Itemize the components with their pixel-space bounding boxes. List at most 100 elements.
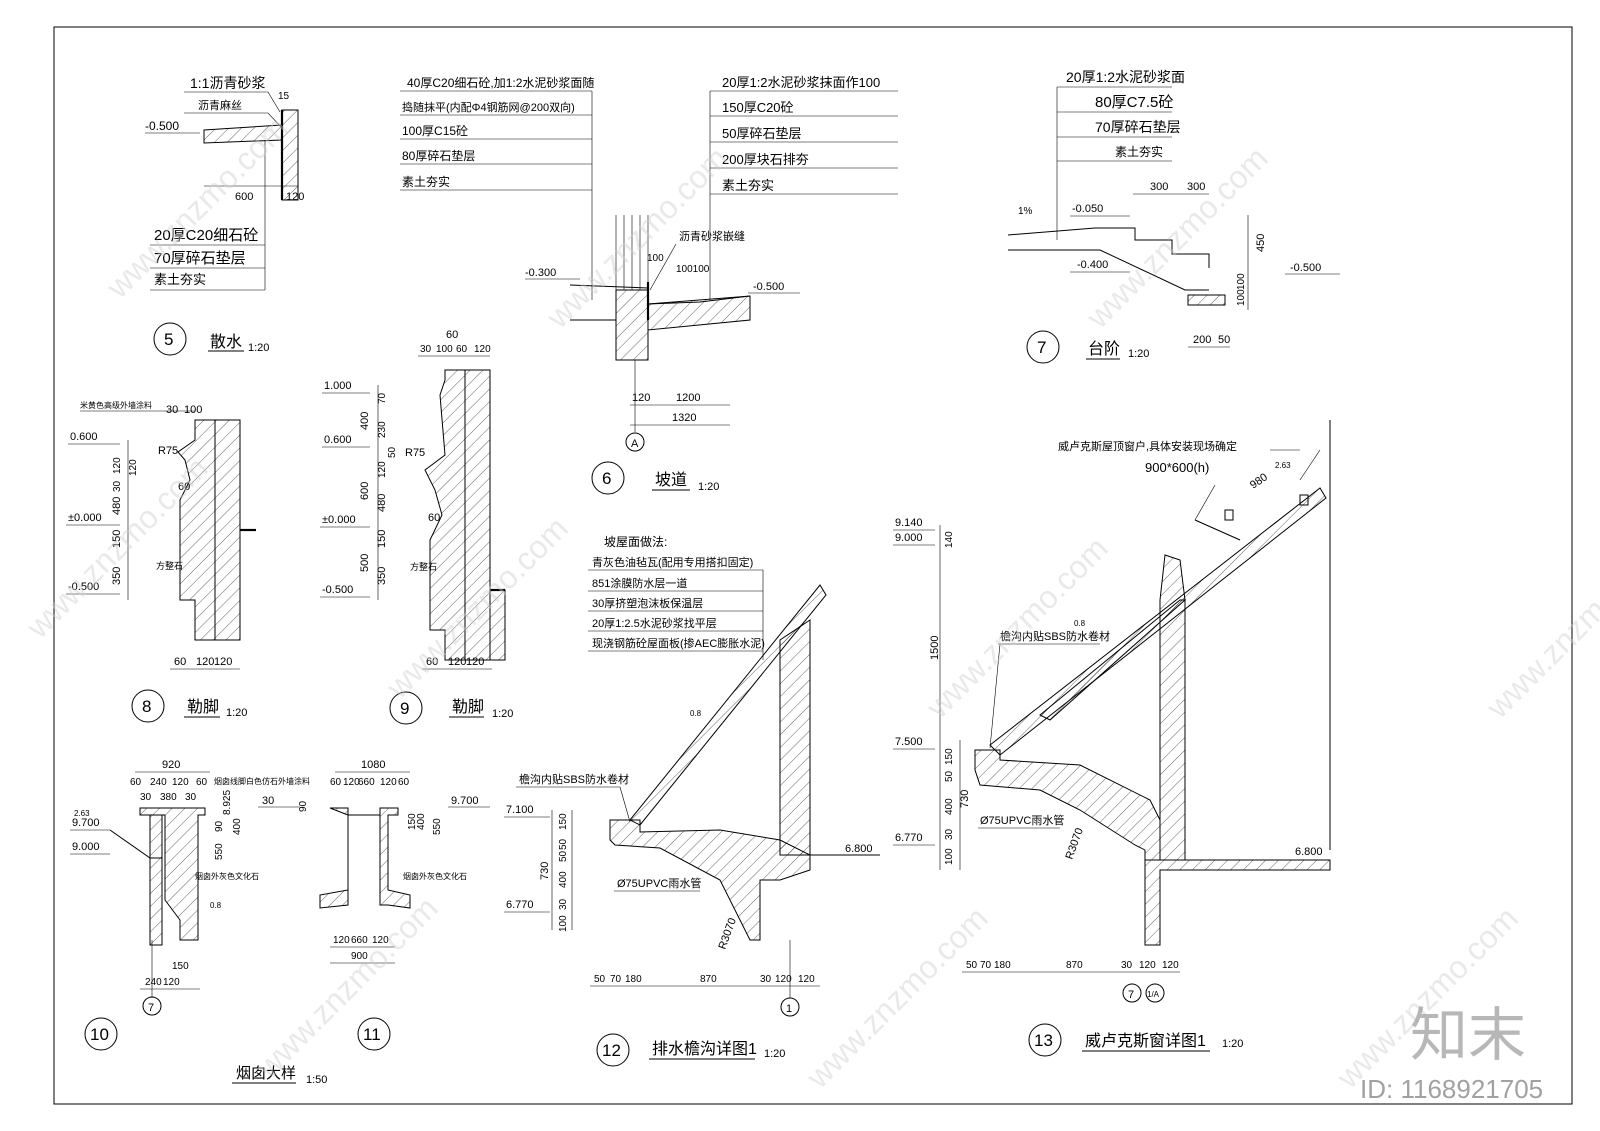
d6-elev-2: -0.500 xyxy=(753,281,784,293)
d5-layer-2: 沥青麻丝 xyxy=(198,98,242,112)
d13-number: 13 xyxy=(1034,1031,1053,1050)
d8-title: 勒脚 xyxy=(187,698,219,716)
d10-dim-240b: 150 xyxy=(172,961,189,972)
d11-dim-400: 400 xyxy=(416,813,427,830)
d7-elev-3: -0.500 xyxy=(1290,262,1321,274)
d7-layer-2: 80厚C7.5砼 xyxy=(1095,94,1173,111)
d10-dim-150: 550 xyxy=(214,843,225,860)
d9-elev-4: -0.500 xyxy=(322,584,353,596)
d13-dim-120a: 120 xyxy=(1139,960,1156,971)
d12-dim-30b: 30 xyxy=(760,974,772,985)
d8-dim-120c: 120 xyxy=(196,656,214,668)
d12-elev-2: 7.100 xyxy=(506,804,534,816)
d12-roof-1: 青灰色油毡瓦(配用专用搭扣固定) xyxy=(592,555,753,569)
d5-elev: -0.500 xyxy=(145,119,179,133)
d9-elev-2: 0.600 xyxy=(324,434,352,446)
d5-dim-15: 15 xyxy=(278,91,290,102)
d11-note: 烟囱外灰色文化石 xyxy=(403,871,467,881)
d10-axis: 7 xyxy=(148,1002,154,1014)
d12-dim-70: 70 xyxy=(610,974,622,985)
d13-window-size: 900*600(h) xyxy=(1145,460,1209,475)
d6-title: 坡道 xyxy=(655,471,687,489)
d5-scale: 1:20 xyxy=(248,342,269,354)
d12-dim-120a: 120 xyxy=(775,974,792,985)
detail-13-skylight: 威卢克斯屋顶窗户,具体安装现场确定 900*600(h) 2.63 980 6.… xyxy=(893,420,1331,1057)
d5-layer-1: 1:1沥青砂浆 xyxy=(190,75,265,91)
d9-elev-3: ±0.000 xyxy=(322,514,356,526)
d6-layer-r2: 150厚C20砼 xyxy=(722,100,794,115)
d12-roof-2: 851涂膜防水层一道 xyxy=(592,576,687,590)
d13-dim-120b: 120 xyxy=(1162,960,1179,971)
d13-elev-2: 9.000 xyxy=(895,532,923,544)
d9-dim-100: 100 xyxy=(436,344,453,355)
d10-note-2: 烟囱外灰色文化石 xyxy=(195,871,259,881)
d7-layer-3: 70厚碎石垫层 xyxy=(1095,119,1181,135)
chimney-scale: 1:50 xyxy=(306,1074,327,1086)
d11-dim-60: 60 xyxy=(330,777,342,788)
d5-dim-120: 120 xyxy=(286,191,304,203)
d7-title: 台阶 xyxy=(1088,340,1120,358)
d10-dim-60: 60 xyxy=(130,777,142,788)
d9-dim-60c: 60 xyxy=(428,512,440,524)
d7-scale: 1:20 xyxy=(1128,348,1149,360)
d9-dim-60: 60 xyxy=(446,329,458,341)
d8-scale: 1:20 xyxy=(226,707,247,719)
d6-dim-1320: 1320 xyxy=(672,412,696,424)
d11-number: 11 xyxy=(363,1025,381,1044)
d8-dim-120a: 120 xyxy=(112,457,123,474)
d11-dim-90: 90 xyxy=(298,800,309,812)
d13-elev-4: 6.770 xyxy=(895,832,923,844)
watermark-site-9: www.znzmo.com xyxy=(799,900,995,1096)
d8-note: 米黄色高级外墙涂料 xyxy=(80,400,152,410)
d11-dim-1080: 1080 xyxy=(361,759,385,771)
d9-radius: R75 xyxy=(405,447,425,459)
d12-pipe: Ø75UPVC雨水管 xyxy=(617,876,701,890)
d10-dim-380: 380 xyxy=(160,792,177,803)
d8-dim-120b: 120 xyxy=(128,459,139,476)
d10-dim-30b: 30 xyxy=(185,792,197,803)
d11-dim-660: 660 xyxy=(358,777,375,788)
d13-scale: 1:20 xyxy=(1222,1038,1243,1050)
d12-dim-400: 400 xyxy=(558,871,569,888)
d12-dim-100: 100 xyxy=(558,915,569,932)
d6-scale: 1:20 xyxy=(698,481,719,493)
d13-slope-2: 0.8 xyxy=(1074,619,1086,628)
d7-dim-300b: 300 xyxy=(1187,181,1205,193)
d6-axis: A xyxy=(631,438,639,450)
d9-dim-60d: 60 xyxy=(426,656,438,668)
detail-9-plinth: 60 30 100 60 120 1.000 0.600 ±0.000 -0.5… xyxy=(320,329,513,725)
d12-dim-730: 730 xyxy=(539,862,551,880)
d13-dim-50b: 50 xyxy=(966,960,978,971)
d9-dim-120d: 120 xyxy=(466,656,484,668)
d12-dim-150: 150 xyxy=(558,813,569,830)
d6-elev-1: -0.300 xyxy=(525,267,556,279)
d9-dim-70: 70 xyxy=(377,392,388,404)
d10-dim-30: 30 xyxy=(140,792,152,803)
d12-dim-30: 30 xyxy=(558,898,569,910)
d8-dim-480: 480 xyxy=(111,497,123,515)
d5-layer-5: 素土夯实 xyxy=(154,272,206,287)
d7-elev-2: -0.400 xyxy=(1077,259,1108,271)
d8-dim-60: 60 xyxy=(178,481,190,493)
d9-title: 勒脚 xyxy=(452,698,484,716)
d8-elev-1: 0.600 xyxy=(70,431,98,443)
d11-dim-120b: 120 xyxy=(380,777,397,788)
d7-dim-50: 50 xyxy=(1218,334,1230,346)
d9-dim-50: 50 xyxy=(387,446,398,458)
d10-dim-120c: 240 xyxy=(145,977,162,988)
d9-number: 9 xyxy=(400,699,409,718)
d12-radius: R3070 xyxy=(717,916,739,951)
d12-elev-3: 6.770 xyxy=(506,899,534,911)
watermark-site-8: www.znzmo.com xyxy=(249,890,445,1086)
d7-dim-100b: 100 xyxy=(1236,289,1247,306)
d13-radius: R3070 xyxy=(1064,826,1086,861)
d9-dim-500: 500 xyxy=(359,554,371,572)
d9-dim-230: 230 xyxy=(377,421,388,438)
d13-slope-1: 2.63 xyxy=(1275,461,1291,470)
detail-5-apron: 1:1沥青砂浆 沥青麻丝 15 -0.500 600 120 20厚C20细石砼… xyxy=(145,75,304,356)
d12-dim-120b: 120 xyxy=(798,974,815,985)
d8-stone: 方整石 xyxy=(156,560,183,571)
drawing-frame xyxy=(53,26,1573,1105)
d11-dim-660b: 660 xyxy=(351,935,368,946)
